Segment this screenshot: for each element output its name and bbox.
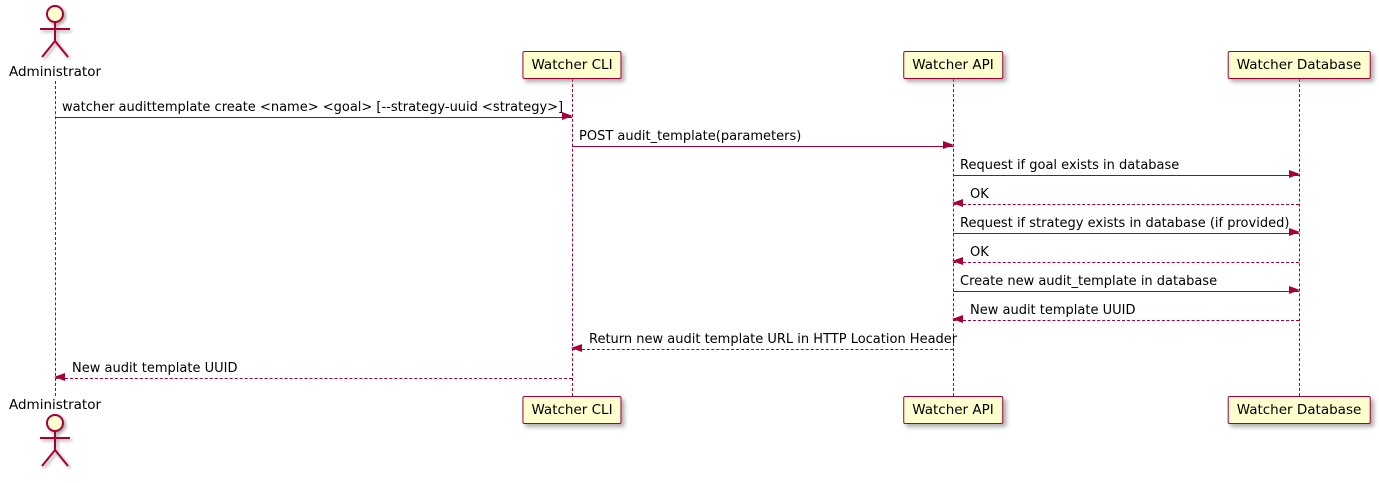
message-1-label: watcher audittemplate create <name> <goa… [62, 100, 564, 115]
participant-watcher-database-bottom: Watcher Database [1227, 396, 1371, 424]
lifeline-watcher-api [953, 79, 954, 396]
message-7-line [953, 286, 1300, 295]
message-10-line [54, 373, 572, 382]
arrowhead-right-icon [1289, 170, 1300, 179]
message-7-label: Create new audit_template in database [960, 274, 1218, 289]
message-9-line [571, 344, 953, 353]
actor-administrator-top: Administrator [0, 4, 110, 80]
lifeline-administrator [55, 81, 56, 396]
message-4: OK [952, 187, 1299, 208]
message-5: Request if strategy exists in database (… [953, 216, 1300, 237]
arrowhead-left-icon [54, 373, 65, 382]
message-3: Request if goal exists in database [953, 158, 1300, 179]
arrowhead-right-icon [562, 112, 573, 121]
participant-watcher-database-top: Watcher Database [1227, 51, 1371, 79]
message-4-label: OK [970, 187, 989, 202]
lifeline-watcher-database [1299, 79, 1300, 396]
message-4-line [952, 199, 1299, 208]
message-2-line [572, 141, 954, 150]
message-6-line [952, 257, 1299, 266]
message-1-line [55, 112, 573, 121]
participant-watcher-cli-top: Watcher CLI [522, 51, 622, 79]
message-3-label: Request if goal exists in database [960, 158, 1180, 173]
actor-administrator-bottom: Administrator [0, 397, 110, 473]
message-2: POST audit_template(parameters) [572, 129, 954, 150]
message-10: New audit template UUID [54, 361, 572, 382]
message-1: watcher audittemplate create <name> <goa… [55, 100, 573, 121]
message-2-label: POST audit_template(parameters) [579, 129, 802, 144]
actor-label: Administrator [8, 397, 102, 413]
message-8-line [952, 315, 1299, 324]
message-5-label: Request if strategy exists in database (… [960, 216, 1290, 231]
arrowhead-left-icon [952, 199, 963, 208]
actor-label: Administrator [8, 64, 102, 80]
actor-stick-figure-icon [40, 414, 70, 467]
message-6: OK [952, 245, 1299, 266]
participant-watcher-cli-bottom: Watcher CLI [522, 396, 622, 424]
message-6-label: OK [970, 245, 989, 260]
arrowhead-right-icon [1289, 286, 1300, 295]
actor-stick-figure-icon [40, 5, 70, 58]
message-5-line [953, 228, 1300, 237]
participant-watcher-api-top: Watcher API [903, 51, 1003, 79]
arrowhead-right-icon [1289, 228, 1300, 237]
message-10-label: New audit template UUID [72, 361, 238, 376]
message-9: Return new audit template URL in HTTP Lo… [571, 332, 958, 353]
arrowhead-right-icon [943, 141, 954, 150]
arrowhead-left-icon [952, 257, 963, 266]
message-3-line [953, 170, 1300, 179]
message-9-label: Return new audit template URL in HTTP Lo… [589, 332, 958, 347]
arrowhead-left-icon [952, 315, 963, 324]
participant-watcher-api-bottom: Watcher API [903, 396, 1003, 424]
message-8-label: New audit template UUID [970, 303, 1136, 318]
lifeline-watcher-cli [572, 79, 573, 396]
arrowhead-left-icon [571, 344, 582, 353]
message-7: Create new audit_template in database [953, 274, 1300, 295]
message-8: New audit template UUID [952, 303, 1299, 324]
